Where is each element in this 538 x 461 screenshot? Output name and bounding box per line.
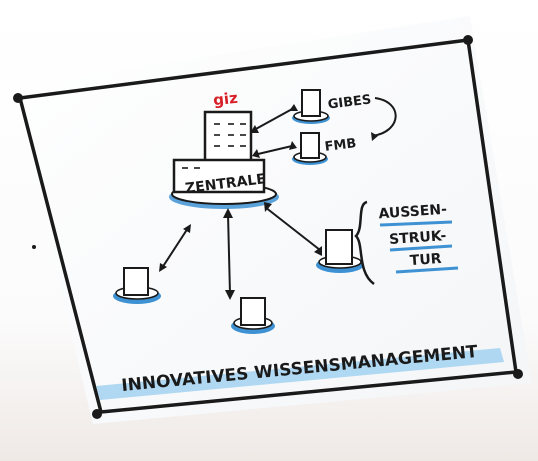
central-building [169,110,279,209]
outer-underlines [379,220,459,274]
arrow-right-center [264,206,321,251]
arrow-left [161,227,189,269]
frame [18,38,518,414]
building-bottom [231,297,275,334]
arrow-bottom [227,213,231,295]
arrowheads-top-right [250,104,298,158]
arrowhead-left-b [159,263,167,272]
building-top-right [292,89,330,124]
arrowhead-right-center-b [314,246,322,256]
arrowhead-bottom-a [223,208,233,218]
arrowhead-left-a [183,224,191,233]
arrowhead-right-center-a [264,202,272,212]
bracket [354,200,375,286]
label-top-right-2: FMB [324,136,357,155]
arrowhead-bottom-b [225,290,235,300]
outer-label-2: STRUK- [389,228,447,248]
arrows-top-right [253,107,295,155]
outer-label-1: AUSSEN- [378,202,448,223]
label-top-right-1: GIBES [327,92,372,112]
arrow-curved-head [371,132,378,141]
building-left [113,267,161,304]
paper-sheet [12,16,532,424]
banner-highlight [96,348,504,400]
left-mark [32,245,36,249]
building-mid-right [292,132,328,165]
frame-corners [13,35,523,419]
outer-label-3: TUR [409,251,442,269]
arrow-curved-right [371,97,397,137]
logo-text: giz [212,89,239,110]
